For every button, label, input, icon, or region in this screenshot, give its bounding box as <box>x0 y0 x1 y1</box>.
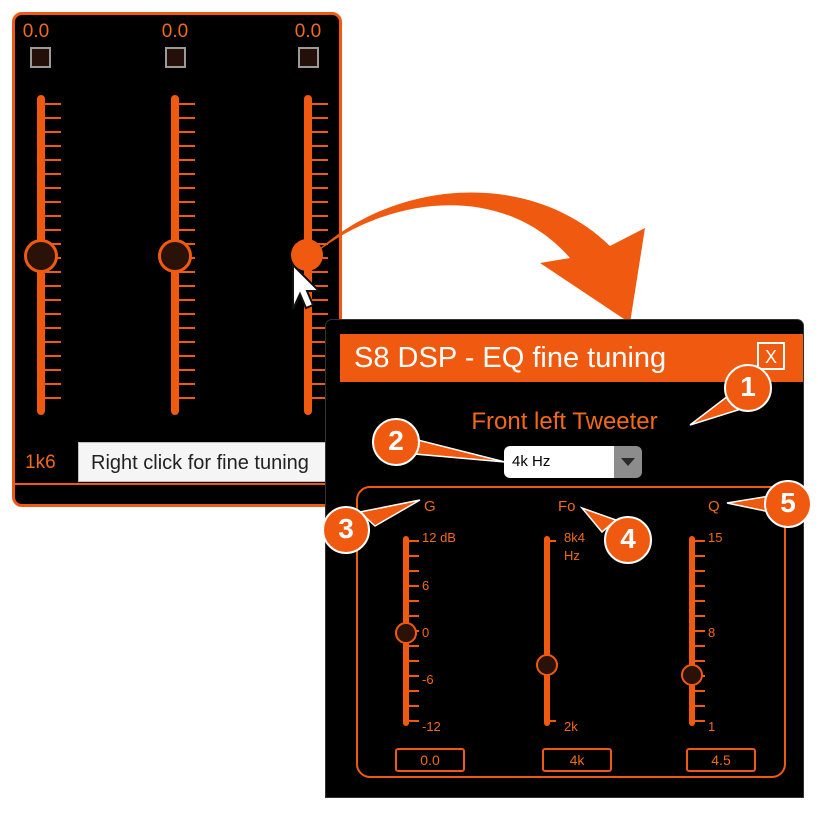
frequency-scale-unit: Hz <box>564 548 580 563</box>
frequency-select[interactable]: 4k Hz <box>504 446 642 478</box>
q-scale-bottom: 1 <box>708 719 716 734</box>
speaker-name: Front left Tweeter <box>471 408 658 435</box>
callout-2: 2 <box>372 418 420 466</box>
q-scale-top: 15 <box>708 530 723 545</box>
gain-scale-0: 0 <box>422 625 430 640</box>
channel-3-checkbox[interactable] <box>298 47 319 68</box>
frequency-scale-bottom: 2k <box>564 719 578 734</box>
gain-scale-6: 6 <box>422 578 430 593</box>
frequency-select-value[interactable]: 4k Hz <box>504 446 614 478</box>
channel-1-checkbox[interactable] <box>30 47 51 68</box>
frequency-slider-track[interactable] <box>544 536 550 726</box>
dialog-titlebar[interactable]: S8 DSP - EQ fine tuning X <box>340 334 803 382</box>
q-scale-8: 8 <box>708 625 716 640</box>
q-value-field[interactable]: 4.5 <box>686 748 756 772</box>
frequency-scale-top: 8k4 <box>564 530 585 545</box>
tooltip: Right click for fine tuning <box>78 442 339 482</box>
gain-value-field[interactable]: 0.0 <box>395 748 465 772</box>
callout-1: 1 <box>724 364 772 412</box>
eq-channel-panel: 0.0 0.0 0.0 1k6 Right click for fine tun… <box>12 12 342 507</box>
curved-arrow-icon <box>310 192 645 323</box>
q-label: Q <box>708 498 720 515</box>
callout-5: 5 <box>764 480 812 528</box>
gain-scale-bottom: -12 <box>422 719 441 734</box>
channel-3-value: 0.0 <box>294 21 322 42</box>
q-slider-track[interactable] <box>689 536 695 726</box>
gain-scale-neg6: -6 <box>422 672 434 687</box>
channel-1-slider-knob[interactable] <box>24 239 58 273</box>
channel-3-slider-knob[interactable] <box>291 239 323 271</box>
frequency-value-field[interactable]: 4k <box>542 748 612 772</box>
q-ticks <box>695 540 705 722</box>
gain-slider-knob[interactable] <box>395 622 417 644</box>
panel-divider <box>15 483 339 485</box>
channel-2-checkbox[interactable] <box>165 47 186 68</box>
channel-2-slider-knob[interactable] <box>158 239 192 273</box>
gain-scale-top: 12 dB <box>422 530 456 545</box>
frequency-label: 1k6 <box>25 452 56 473</box>
frequency-label: Fo <box>558 498 576 515</box>
channel-2-value: 0.0 <box>161 21 189 42</box>
callout-3: 3 <box>322 506 370 554</box>
frequency-slider-knob[interactable] <box>536 654 558 676</box>
chevron-down-icon[interactable] <box>614 446 642 478</box>
dialog-title: S8 DSP - EQ fine tuning <box>354 342 667 374</box>
close-button[interactable]: X <box>757 342 785 370</box>
gain-label: G <box>424 498 436 515</box>
frequency-ticks <box>550 540 556 722</box>
parameter-group: G 12 dB 6 0 -6 -12 0.0 Fo 8k4 Hz 2k 4k Q… <box>356 486 786 778</box>
callout-4: 4 <box>604 516 652 564</box>
mouse-cursor-icon <box>292 262 322 310</box>
q-slider-knob[interactable] <box>681 664 703 686</box>
channel-1-value: 0.0 <box>22 21 50 42</box>
